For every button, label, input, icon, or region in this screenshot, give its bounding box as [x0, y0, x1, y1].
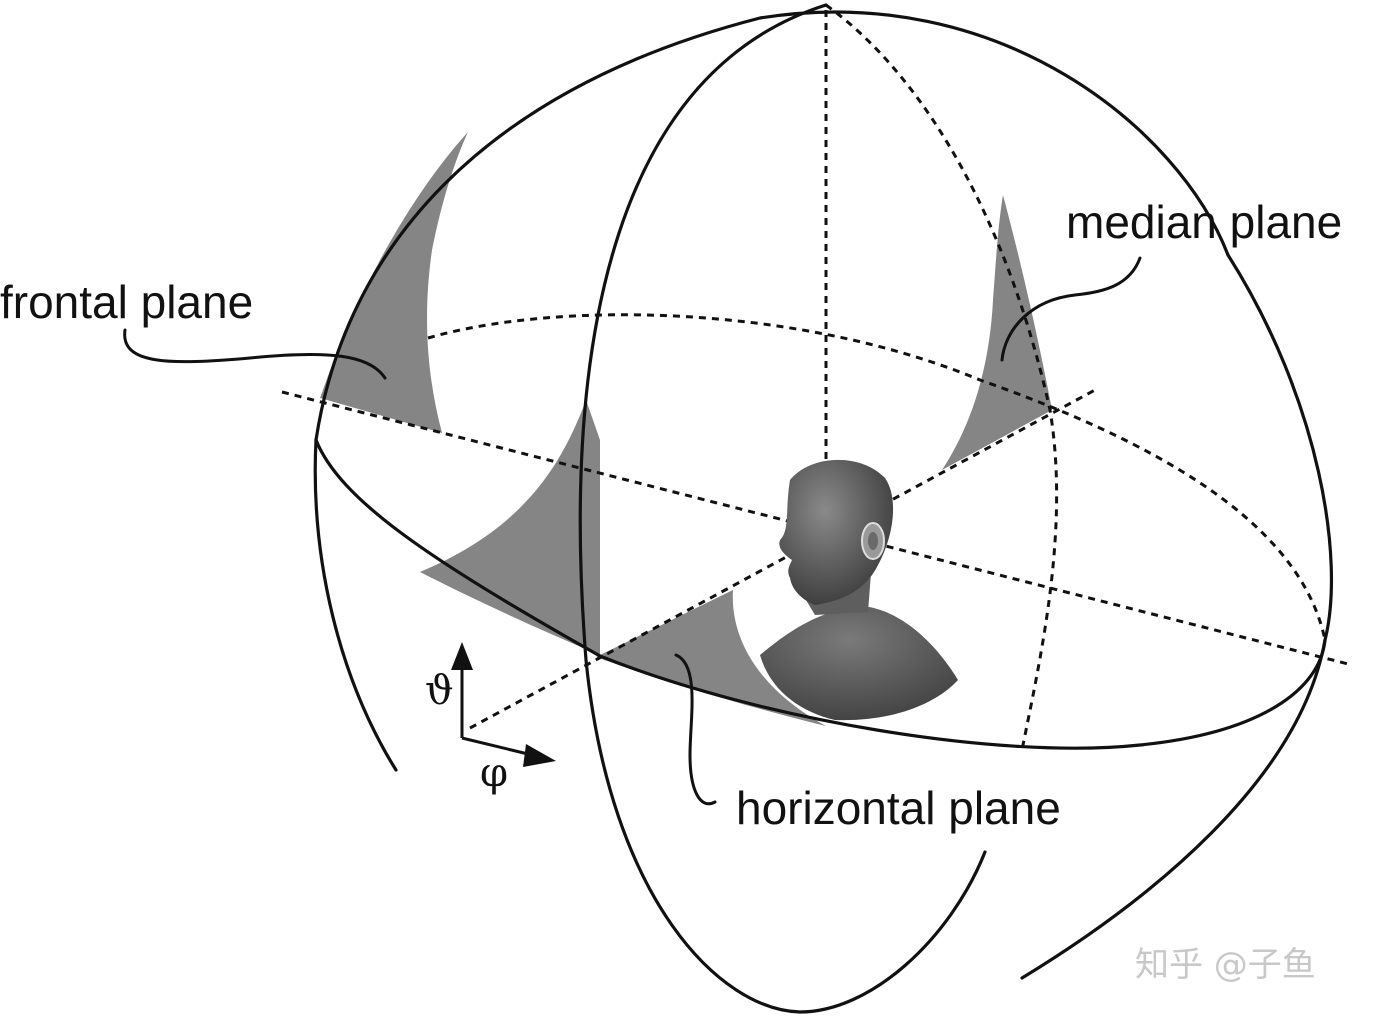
shaded-plane-segments: [320, 132, 1052, 726]
head-ear-inner: [868, 532, 878, 550]
frontal-plane-wedge-upper: [320, 132, 468, 433]
arrow-up-icon: [451, 642, 473, 670]
meridian-front: [580, 5, 985, 1012]
head-silhouette-icon: [760, 460, 958, 720]
azimuth-symbol: φ: [480, 750, 508, 796]
median-plane-label: median plane: [1066, 196, 1342, 248]
elevation-symbol: ϑ: [425, 668, 454, 714]
frontal-plane-label: frontal plane: [0, 276, 253, 328]
sphere-left-lower-arc: [315, 440, 396, 770]
watermark-text: 知乎 @子鱼: [1135, 945, 1316, 985]
leader-lines: [125, 258, 1140, 804]
horizontal-plane-label: horizontal plane: [736, 782, 1061, 834]
sphere-right-arc: [1022, 255, 1331, 978]
arrow-right-icon: [523, 744, 556, 767]
coordinate-arrows: [451, 642, 556, 767]
median-plane-wedge: [942, 195, 1052, 470]
frontal-plane-wedge-lower: [420, 400, 600, 655]
